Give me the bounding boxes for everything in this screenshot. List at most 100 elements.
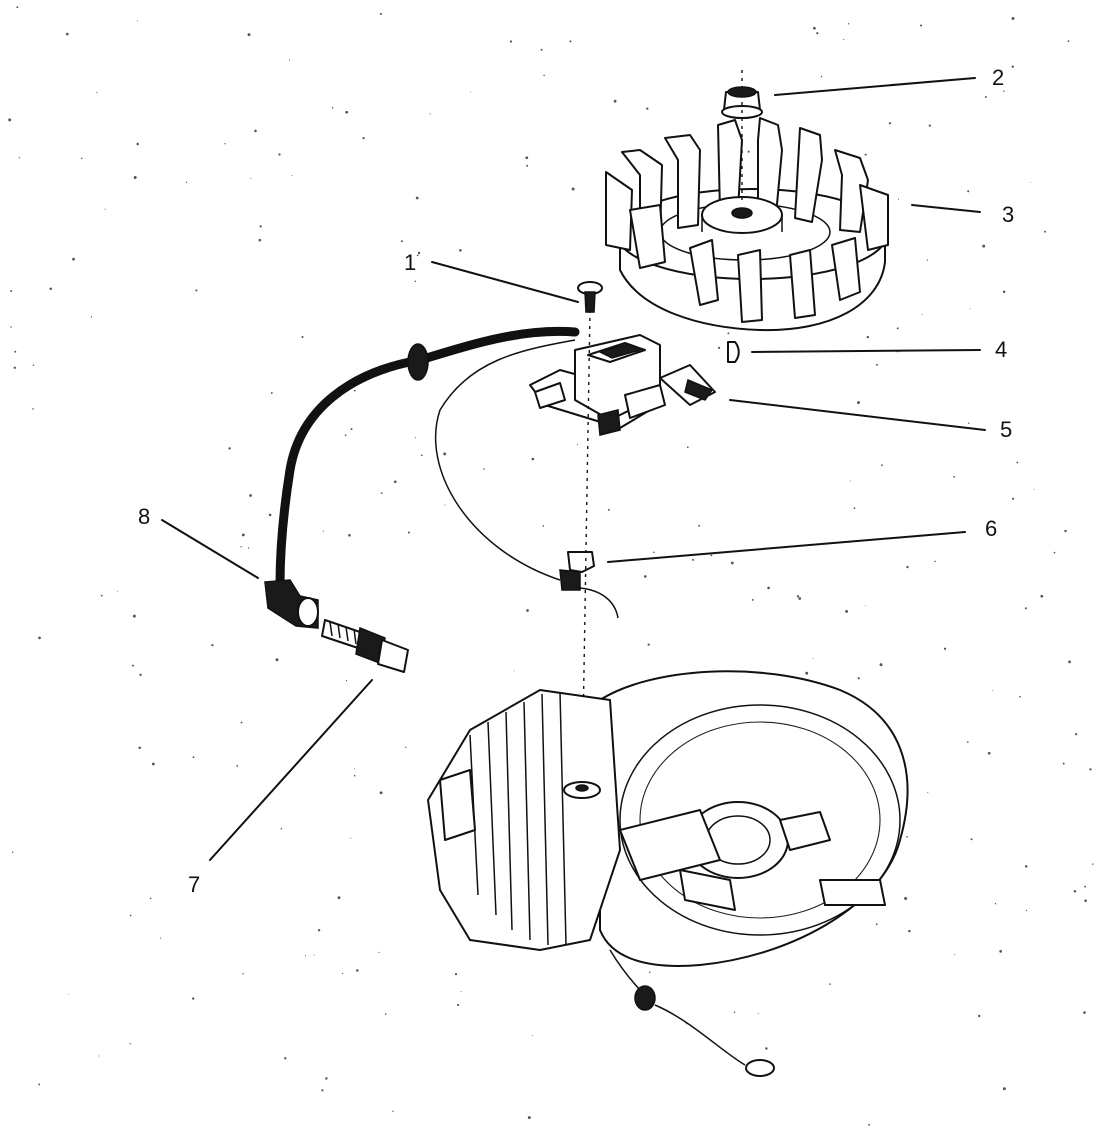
scan-speck	[1040, 594, 1044, 598]
scan-speck	[1011, 65, 1014, 68]
scan-speck	[865, 605, 866, 607]
scan-speck	[509, 40, 513, 43]
scan-speck	[686, 446, 689, 449]
scan-speck	[1002, 290, 1006, 293]
flywheel-key	[727, 341, 740, 363]
scan-speck	[459, 249, 462, 252]
scan-speck	[698, 524, 701, 527]
scan-speck	[405, 746, 407, 749]
leader-6	[607, 531, 966, 563]
scan-speck	[136, 142, 139, 146]
ground-clip	[559, 551, 619, 619]
scan-speck	[139, 673, 142, 676]
scan-speck	[984, 96, 987, 98]
scan-speck	[576, 444, 579, 446]
scan-speck	[224, 143, 226, 145]
scan-speck	[356, 969, 359, 972]
scan-speck	[211, 643, 214, 647]
scan-speck	[868, 1123, 871, 1126]
scan-speck	[613, 99, 617, 103]
scan-speck	[32, 364, 35, 366]
scan-speck	[812, 657, 814, 659]
scan-speck	[733, 1011, 736, 1013]
scan-speck	[881, 464, 883, 466]
scan-speck	[954, 953, 956, 956]
scan-speck	[727, 332, 730, 335]
scan-speck	[362, 136, 365, 140]
scan-speck	[888, 122, 892, 125]
scan-speck	[1089, 768, 1092, 771]
scan-speck	[540, 48, 543, 51]
scan-speck	[132, 614, 136, 618]
scan-speck	[457, 1003, 460, 1007]
scan-speck	[928, 124, 931, 127]
scan-speck	[1084, 899, 1087, 902]
scan-speck	[321, 1089, 324, 1092]
scan-speck	[379, 791, 383, 795]
scan-speck	[469, 91, 471, 93]
scan-speck	[259, 225, 262, 228]
scan-speck	[420, 454, 423, 457]
scan-speck	[415, 437, 417, 439]
scan-speck	[513, 670, 515, 672]
scan-speck	[348, 534, 351, 537]
scan-speck	[284, 1057, 287, 1060]
scan-speck	[380, 492, 383, 494]
scan-speck	[278, 153, 281, 156]
scan-speck	[401, 240, 403, 243]
scan-speck	[1011, 17, 1015, 20]
scan-speck	[829, 983, 831, 985]
scan-speck	[908, 929, 911, 933]
scan-speck	[943, 647, 947, 650]
scan-speck	[525, 156, 529, 160]
scan-speck	[192, 756, 195, 759]
scan-speck	[379, 12, 382, 15]
scan-speck	[767, 586, 770, 590]
scan-speck	[1075, 732, 1078, 736]
scan-speck	[10, 326, 12, 328]
flywheel-nut	[721, 70, 763, 200]
scan-speck	[240, 721, 243, 724]
scan-speck	[250, 178, 252, 179]
scan-speck	[1091, 863, 1094, 865]
scan-speck	[384, 1013, 387, 1015]
scan-speck	[345, 680, 348, 682]
leader-7	[209, 679, 373, 861]
scan-speck	[195, 289, 198, 292]
scan-speck	[254, 129, 257, 133]
scan-speck	[98, 1055, 100, 1057]
scan-speck	[857, 401, 860, 405]
leader-1	[431, 261, 579, 303]
scan-speck	[444, 504, 446, 506]
scan-speck	[1044, 230, 1047, 233]
scan-speck	[730, 561, 734, 565]
scan-speck	[692, 558, 695, 561]
scan-speck	[415, 196, 419, 200]
scan-speck	[345, 110, 349, 114]
scan-speck	[117, 590, 118, 592]
scan-speck	[864, 153, 867, 156]
spark-plug-boot	[264, 579, 319, 629]
scan-speck	[129, 914, 132, 917]
scan-speck	[151, 762, 155, 766]
scan-speck	[68, 993, 70, 995]
scan-speck	[531, 457, 535, 461]
scan-speck	[847, 23, 850, 25]
scan-speck	[798, 597, 802, 600]
scan-speck	[1033, 488, 1035, 490]
scan-speck	[414, 280, 417, 283]
scan-speck	[1067, 40, 1070, 42]
scan-speck	[857, 677, 860, 680]
scan-speck	[301, 335, 304, 339]
scan-speck	[38, 1083, 41, 1086]
scan-speck	[845, 609, 849, 613]
scan-speck	[160, 937, 162, 939]
scan-speck	[970, 838, 973, 841]
scan-speck	[843, 38, 845, 40]
ignition-lead-wire	[275, 326, 580, 590]
scan-speck	[718, 346, 721, 349]
scan-speck	[325, 1077, 328, 1080]
scan-speck	[646, 107, 649, 110]
scan-speck	[393, 480, 397, 484]
